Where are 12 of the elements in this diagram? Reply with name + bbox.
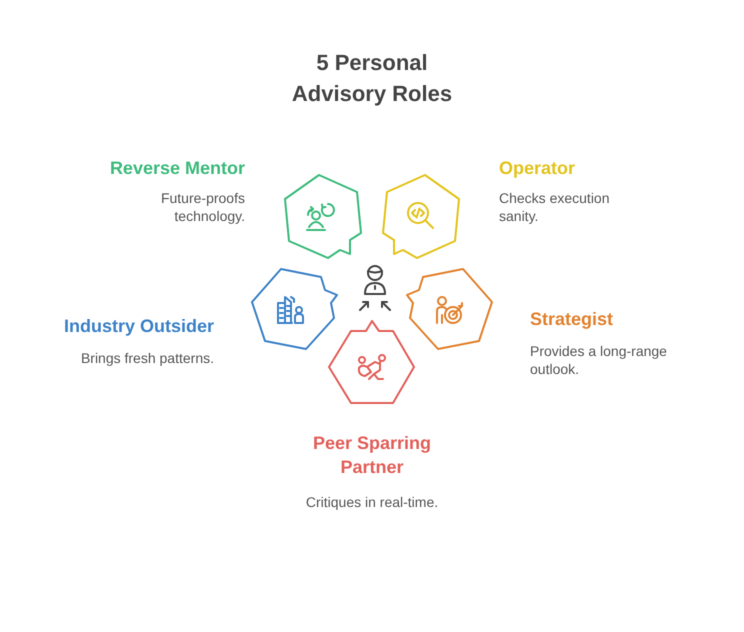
role-description: Checks execution sanity. [499, 189, 611, 225]
role-description: Future-proofs technology. [160, 189, 245, 225]
role-heading: Industry Outsider [62, 315, 214, 338]
role-heading: Reverse Mentor [108, 157, 245, 180]
diagram-title: 5 Personal Advisory Roles [290, 49, 454, 108]
role-heading: Strategist [530, 308, 614, 331]
role-heading: Operator [499, 157, 576, 180]
role-description: Brings fresh patterns. [80, 349, 214, 367]
role-description: Provides a long-range outlook. [530, 342, 668, 378]
role-heading: Peer Sparring Partner [312, 432, 432, 479]
person-arrows-icon [357, 264, 393, 314]
role-description: Critiques in real-time. [304, 493, 440, 511]
